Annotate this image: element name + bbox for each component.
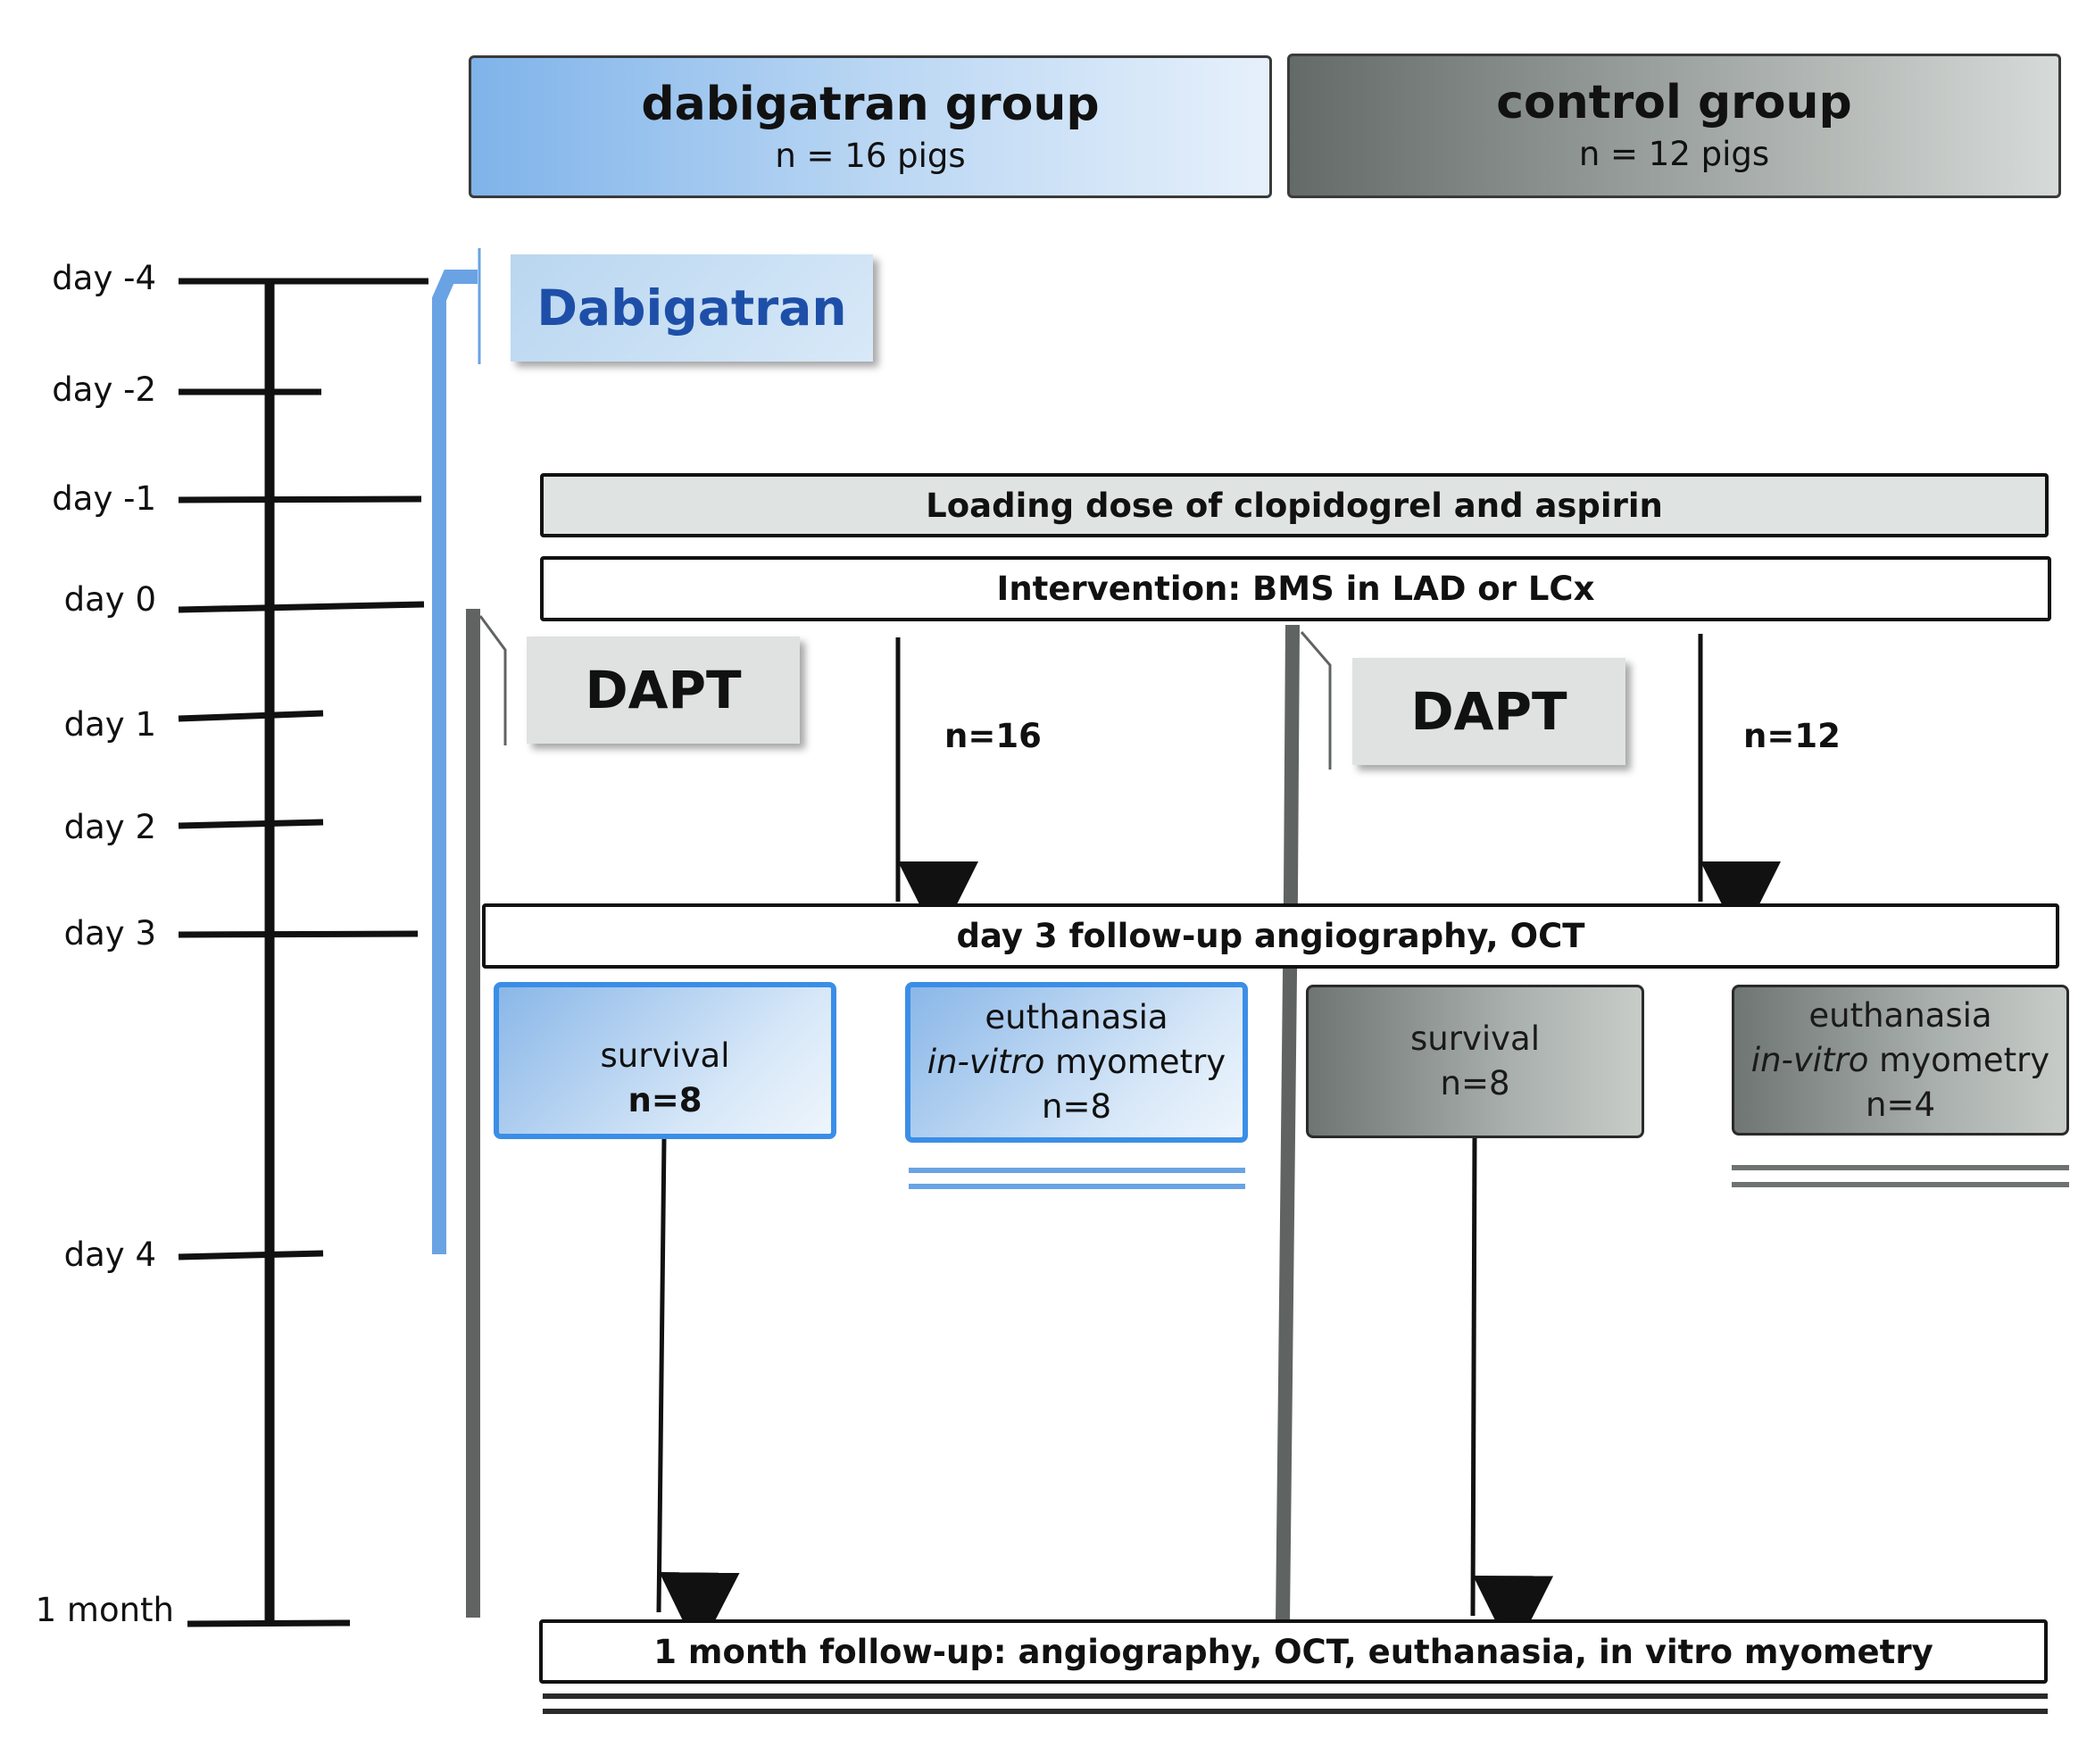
dab-euthanasia-method-italic: in-vitro: [927, 1043, 1045, 1081]
dapt-box-control-group: DAPT: [1352, 658, 1625, 765]
ctl-euthanasia-label: euthanasia: [1808, 995, 1992, 1035]
tick-day-3: [178, 930, 419, 938]
dabigatran-duration-bar: [432, 270, 478, 1254]
timeline-label-day-2: day 2: [63, 808, 156, 846]
tick-month-1: [187, 1619, 351, 1627]
ctl-euthanasia-method-italic: in-vitro: [1750, 1040, 1869, 1079]
dapt-duration-bar-right: [1276, 624, 1300, 1624]
control-group-count: n = 12 pigs: [1578, 135, 1770, 173]
timeline-label-day-3: day 3: [63, 914, 156, 953]
tick-day-2: [178, 819, 324, 829]
tick-day-1: [178, 710, 324, 722]
timeline-label-day-0: day 0: [63, 580, 156, 619]
dabigatran-group-count: n = 16 pigs: [775, 137, 966, 175]
dabigatran-drug-box: Dabigatran: [511, 254, 873, 362]
ctl-survival-count: n=8: [1440, 1064, 1510, 1102]
timeline-label-month-1: 1 month: [35, 1591, 174, 1629]
dab-survival-label: survival: [600, 1036, 730, 1075]
control-group-title: control group: [1496, 76, 1852, 129]
dabigatran-group-title: dabigatran group: [641, 78, 1100, 131]
ctl-euthanasia-method: in-vitro myometry: [1751, 1038, 2049, 1083]
month1-followup-step: 1 month follow-up: angiography, OCT, eut…: [539, 1619, 2048, 1684]
ctl-survival-label: survival: [1410, 1019, 1540, 1058]
ctl-euthanasia-method-rest: myometry: [1868, 1040, 2050, 1079]
control-euthanasia-box: euthanasia in-vitro myometry n=4: [1732, 985, 2069, 1136]
control-survival-box: survival n=8: [1306, 985, 1644, 1138]
tick-day-4: [178, 1250, 324, 1261]
dab-euthanasia-count: n=8: [1042, 1087, 1111, 1126]
timeline-label-day-1: day 1: [63, 705, 156, 744]
n-label-control: n=12: [1743, 717, 1841, 755]
tick-day-m1: [178, 495, 422, 503]
control-group-header: control group n = 12 pigs: [1287, 54, 2061, 198]
timeline-label-day-m1: day -1: [52, 479, 156, 518]
dab-euthanasia-label: euthanasia: [985, 998, 1168, 1036]
dab-euthanasia-method: in-vitro myometry: [927, 1040, 1226, 1085]
dabigatran-euthanasia-box: euthanasia in-vitro myometry n=8: [905, 982, 1248, 1143]
dapt-box-dabigatran-group: DAPT: [527, 637, 800, 744]
arrow-dab-survival-to-month: [656, 1137, 740, 1653]
arrow-ctl-survival-to-month: [1470, 1137, 1554, 1657]
tick-day-0: [178, 601, 425, 613]
day3-followup-step: day 3 follow-up angiography, OCT: [482, 903, 2059, 969]
dab-euthanasia-method-rest: myometry: [1044, 1043, 1226, 1081]
dab-survival-count: n=8: [628, 1081, 702, 1119]
loading-dose-step: Loading dose of clopidogrel and aspirin: [540, 473, 2049, 537]
intervention-step: Intervention: BMS in LAD or LCx: [540, 556, 2051, 621]
dabigatran-group-header: dabigatran group n = 16 pigs: [469, 55, 1272, 198]
timeline-label-day-4: day 4: [63, 1236, 156, 1274]
timeline-label-day-m2: day -2: [52, 370, 156, 409]
dabigatran-survival-box: survival n=8: [494, 982, 836, 1139]
ctl-euthanasia-count: n=4: [1866, 1085, 1935, 1124]
timeline-label-day-m4: day -4: [52, 259, 156, 297]
n-label-dabigatran: n=16: [944, 717, 1042, 755]
